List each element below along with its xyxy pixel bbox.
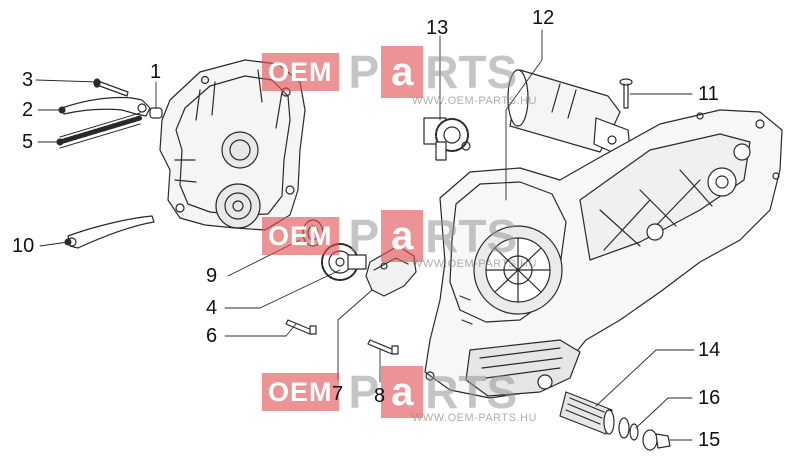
part-7-pump-cover[interactable] [365, 245, 417, 297]
part-4-oil-pump-sprocket[interactable] [321, 243, 367, 281]
part-15-drain-plug[interactable] [642, 429, 671, 451]
leader-4 [224, 269, 341, 309]
leader-9 [227, 239, 301, 277]
callout-11[interactable]: 11 [698, 83, 719, 105]
leader-7 [337, 289, 373, 381]
callout-2[interactable]: 2 [22, 99, 34, 121]
leader-6 [224, 323, 297, 337]
callout-15[interactable]: 15 [698, 429, 721, 451]
part-12-starter-motor[interactable] [507, 69, 631, 153]
leader-14 [595, 349, 695, 407]
part-6-screw[interactable] [285, 319, 317, 335]
callout-6[interactable]: 6 [206, 325, 218, 347]
callout-13[interactable]: 13 [426, 17, 449, 39]
part-5-timing-chain[interactable] [57, 112, 143, 149]
callout-1[interactable]: 1 [150, 61, 162, 83]
leader-3 [35, 79, 99, 83]
leader-10 [39, 241, 69, 247]
part-13-starter-gear[interactable] [423, 117, 471, 161]
callout-8[interactable]: 8 [374, 385, 386, 407]
part-2-tensioner-slider[interactable] [61, 96, 151, 117]
callout-4[interactable]: 4 [206, 297, 218, 319]
callout-9[interactable]: 9 [206, 265, 218, 287]
part-10-chain-guide[interactable] [67, 215, 155, 249]
leader-lines [35, 29, 695, 441]
part-8-screw[interactable] [367, 339, 399, 355]
callout-12[interactable]: 12 [532, 7, 555, 29]
left-crankcase-half[interactable] [159, 59, 306, 231]
callout-16[interactable]: 16 [698, 387, 721, 409]
part-11-bolt[interactable] [619, 78, 633, 109]
leader-12 [505, 29, 543, 201]
part-1-bush[interactable] [149, 107, 163, 119]
part-14-oil-strainer[interactable] [559, 391, 615, 435]
callout-14[interactable]: 14 [698, 339, 721, 361]
callout-10[interactable]: 10 [12, 235, 35, 257]
callout-3[interactable]: 3 [22, 69, 34, 91]
callout-5[interactable]: 5 [22, 131, 34, 153]
part-9-o-ring[interactable] [302, 219, 324, 247]
leader-16 [635, 397, 693, 429]
right-crankcase-half[interactable] [424, 109, 783, 399]
callout-7[interactable]: 7 [332, 383, 344, 405]
part-16-o-ring[interactable] [618, 417, 639, 441]
